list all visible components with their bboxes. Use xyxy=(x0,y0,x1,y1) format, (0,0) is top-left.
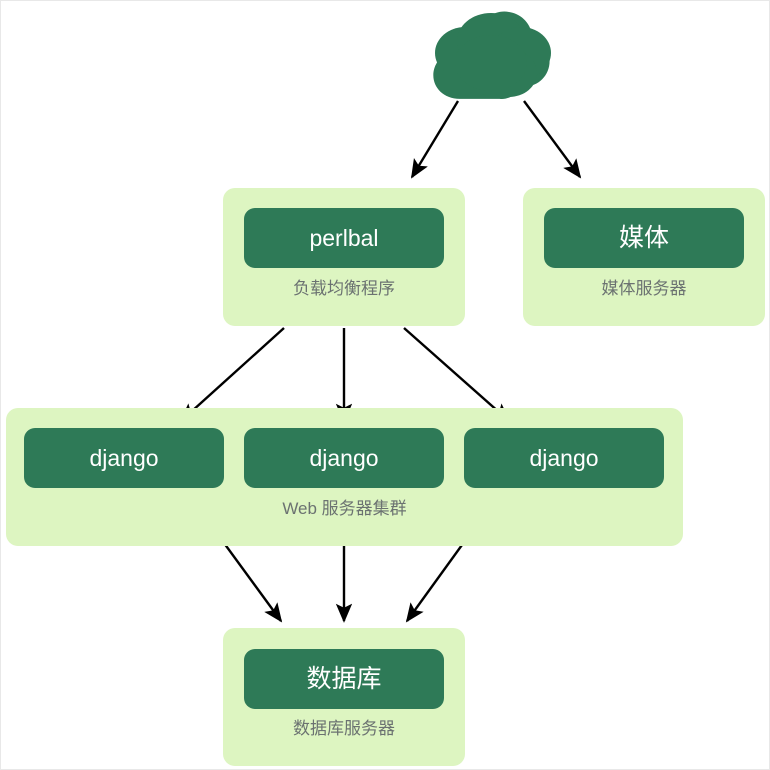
django-node-3[interactable]: django xyxy=(464,428,664,488)
cloud-to-media xyxy=(523,100,582,179)
media-node[interactable]: 媒体 xyxy=(544,208,744,268)
database-node[interactable]: 数据库 xyxy=(244,649,444,709)
web-server-cluster-group-caption: Web 服务器集群 xyxy=(282,499,407,518)
database-server-group-caption: 数据库服务器 xyxy=(293,719,395,738)
django-node-2[interactable]: django xyxy=(244,428,444,488)
media-node-label: 媒体 xyxy=(618,224,669,252)
django-node-1-label: django xyxy=(89,445,159,471)
database-node-label: 数据库 xyxy=(306,665,382,693)
perlbal-node-label: perlbal xyxy=(309,225,379,251)
django-node-2-label: django xyxy=(309,445,379,471)
django-node-1[interactable]: django xyxy=(24,428,224,488)
django-node-3-label: django xyxy=(529,445,599,471)
media-server-group-caption: 媒体服务器 xyxy=(601,279,687,298)
cloud-to-perlbal xyxy=(410,100,460,179)
load-balancer-group-caption: 负载均衡程序 xyxy=(293,279,395,298)
perlbal-node[interactable]: perlbal xyxy=(244,208,444,268)
internet-cloud-icon[interactable] xyxy=(425,7,557,105)
